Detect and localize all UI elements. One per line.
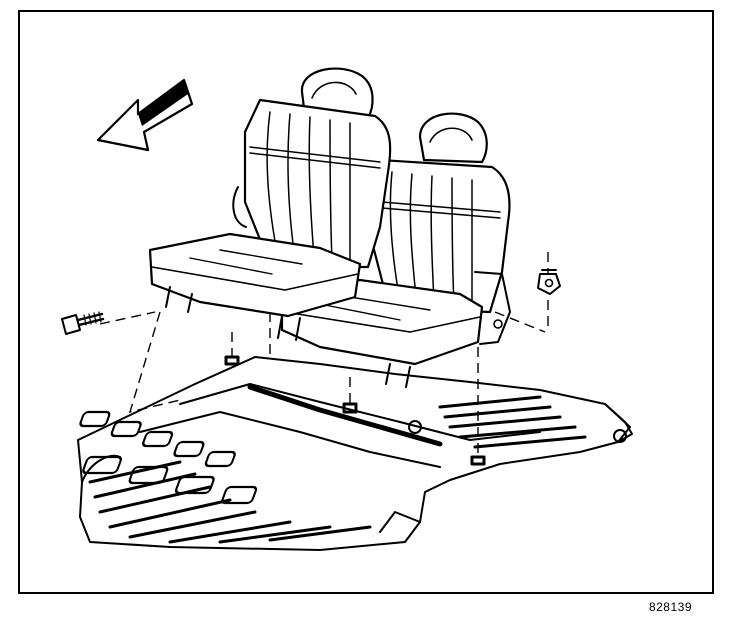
right-seat-assembly [280, 112, 511, 388]
seat-nut [537, 269, 561, 295]
floor-anchor-points [224, 355, 486, 466]
vehicle-floor-pan [77, 356, 633, 551]
illustration-frame [18, 10, 714, 594]
left-seat-assembly [148, 67, 392, 341]
figure-number: 828139 [648, 600, 692, 614]
seat-bolt [61, 311, 105, 335]
seat-removal-illustration [61, 67, 633, 551]
forward-direction-arrow [96, 78, 194, 152]
